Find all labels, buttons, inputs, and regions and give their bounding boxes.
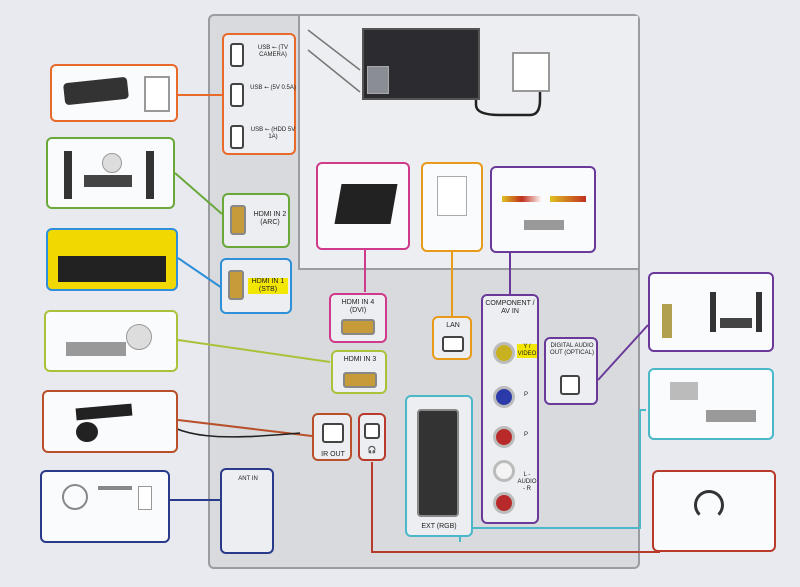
- usb-stick-icon: [63, 76, 129, 106]
- optical-cable-icon: [662, 304, 672, 338]
- headphone-port[interactable]: [364, 423, 380, 439]
- disc-icon: [102, 153, 122, 173]
- ethernet-wall-jack-icon: [437, 176, 467, 216]
- audio-label: L - AUDIO - R: [517, 472, 537, 492]
- rca-video-jack[interactable]: [493, 342, 515, 364]
- speaker-icon: [146, 151, 154, 199]
- power-outlet-icon: [512, 52, 550, 92]
- set-top-box-box: [46, 228, 178, 291]
- speaker-icon: [64, 151, 72, 199]
- dvd-player-box: [44, 310, 178, 372]
- speaker-icon: [710, 292, 716, 332]
- usb-port-group: USB ⭠ (TV CAMERA) USB ⭠ (5V 0.5A) USB ⭠ …: [222, 33, 296, 155]
- set-top-box-icon: [58, 256, 166, 282]
- hdmi-in-2-label: HDMI IN 2 (ARC): [253, 211, 287, 226]
- lan-label: LAN: [446, 322, 460, 329]
- component-label: COMPONENT / AV IN: [485, 300, 535, 315]
- hdmi-in-2-port[interactable]: [230, 205, 246, 235]
- rca-pb-jack[interactable]: [493, 386, 515, 408]
- optical-port[interactable]: [560, 375, 580, 395]
- ant-in-label: ANT IN: [238, 476, 258, 482]
- hdmi-in-3-group: HDMI IN 3: [331, 350, 387, 394]
- dvd-player-icon: [706, 410, 756, 422]
- component-av-in-group: COMPONENT / AV IN Y / VIDEO P P L - AUDI…: [481, 294, 539, 524]
- hdmi-in-4-group: HDMI IN 4 (DVI): [329, 293, 387, 343]
- ext-rgb-group: EXT (RGB): [405, 395, 473, 537]
- antenna-icon: [98, 486, 132, 490]
- usb-stick-box: [50, 64, 178, 122]
- wall-outlet-icon: [138, 486, 152, 510]
- hdmi-in-2-group: HDMI IN 2 (ARC): [222, 193, 290, 248]
- digital-audio-label: DIGITAL AUDIO OUT (OPTICAL): [550, 343, 594, 356]
- sound-system-box: [648, 272, 774, 352]
- component-source-box: [490, 166, 596, 253]
- satellite-dish-icon: [62, 484, 88, 510]
- lan-wall-box: [421, 162, 483, 252]
- hdmi-in-1-port[interactable]: [228, 270, 244, 300]
- pb-label: P: [523, 392, 528, 398]
- scart-cable-icon: [670, 382, 698, 400]
- av-receiver-icon: [720, 318, 752, 328]
- usb-port-icon: [144, 76, 170, 112]
- dvd-player-icon: [66, 342, 126, 356]
- tv-inset-highlight: [367, 66, 389, 94]
- hdmi-in-4-label: HDMI IN 4 (DVI): [341, 299, 375, 314]
- laptop-box: [316, 162, 410, 250]
- pr-label: P: [523, 432, 528, 438]
- usb-port-3[interactable]: [230, 125, 244, 149]
- ant-in-group: ANT IN: [220, 468, 274, 554]
- headphone-icon: 🎧: [367, 447, 377, 454]
- usb-port-1[interactable]: [230, 43, 244, 67]
- speaker-icon: [756, 292, 762, 332]
- av-receiver-icon: [84, 175, 132, 187]
- rca-audio-r-jack[interactable]: [493, 492, 515, 514]
- ir-blaster-box: [42, 390, 178, 453]
- hdmi-in-3-port[interactable]: [343, 372, 377, 388]
- antenna-box: [40, 470, 170, 543]
- usb-port-2-label: USB ⭠ (5V 0.5A): [250, 85, 296, 91]
- hdmi-in-1-group: HDMI IN 1 (STB): [220, 258, 292, 314]
- scart-device-box: [648, 368, 774, 440]
- rca-cable-icon: [502, 196, 542, 202]
- digital-audio-out-group: DIGITAL AUDIO OUT (OPTICAL): [544, 337, 598, 405]
- ir-out-group: IR OUT: [312, 413, 352, 461]
- lan-port-group: LAN: [432, 316, 472, 360]
- rca-audio-l-jack[interactable]: [493, 460, 515, 482]
- disc-icon: [126, 324, 152, 350]
- ir-receiver-icon: [76, 422, 98, 442]
- lan-port[interactable]: [442, 336, 464, 352]
- video-label: Y / VIDEO: [517, 344, 537, 358]
- home-theater-box: [46, 137, 175, 209]
- usb-port-2[interactable]: [230, 83, 244, 107]
- ir-blaster-icon: [75, 403, 133, 421]
- scart-port[interactable]: [417, 409, 459, 517]
- laptop-icon: [334, 184, 398, 224]
- ir-out-port[interactable]: [322, 423, 344, 443]
- hdmi-in-1-label: HDMI IN 1 (STB): [248, 278, 288, 294]
- hdmi-in-3-label: HDMI IN 3: [343, 356, 377, 363]
- usb-port-1-label: USB ⭠ (TV CAMERA): [257, 45, 289, 58]
- usb-port-3-label: USB ⭠ (HDD 5V 1A): [250, 127, 296, 140]
- ext-rgb-label: EXT (RGB): [421, 523, 457, 530]
- dvd-player-icon: [524, 220, 564, 230]
- rca-cable-icon: [550, 196, 586, 202]
- headphone-jack-group: 🎧: [358, 413, 386, 461]
- hdmi-in-4-port[interactable]: [341, 319, 375, 335]
- ir-out-label: IR OUT: [321, 451, 345, 458]
- headphones-box: [652, 470, 776, 552]
- headphones-icon: [694, 490, 724, 520]
- rca-pr-jack[interactable]: [493, 426, 515, 448]
